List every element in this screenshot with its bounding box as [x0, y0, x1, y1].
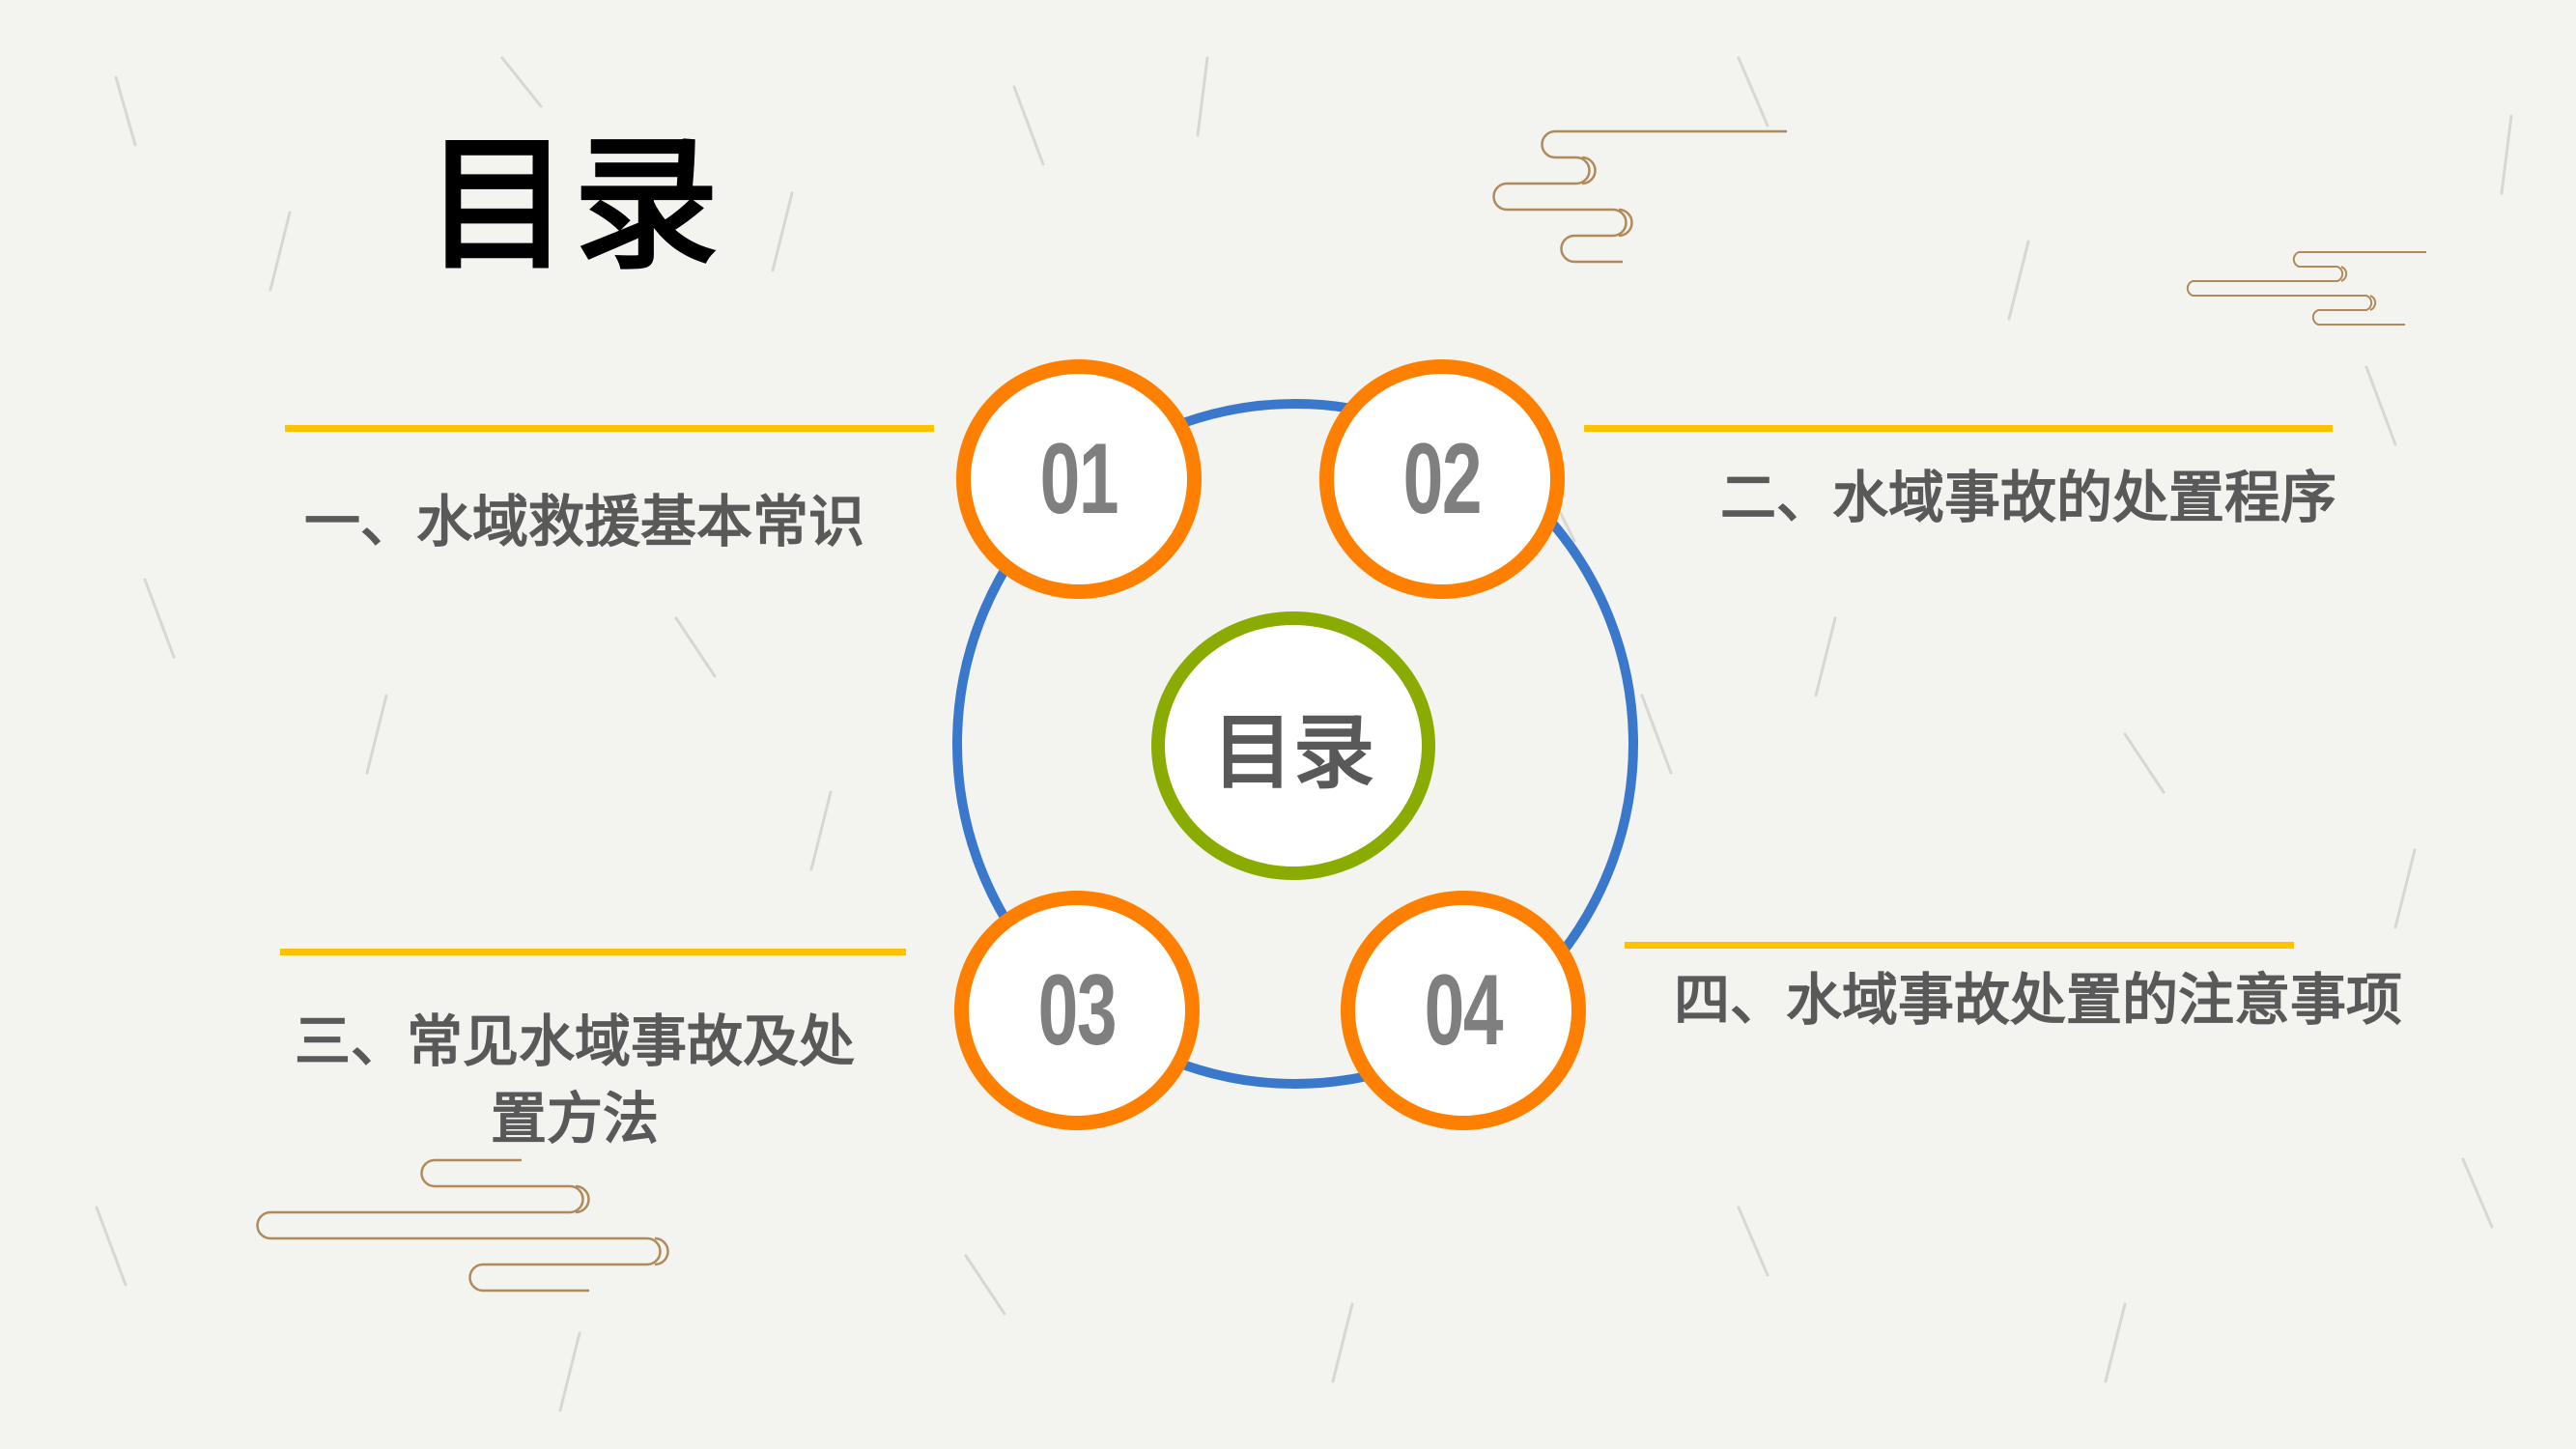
toc-item-1-badge[interactable]: 01	[956, 359, 1202, 599]
toc-item-1-number: 01	[1039, 422, 1119, 535]
accent-line-item-3	[280, 949, 906, 955]
toc-item-2-number: 02	[1402, 422, 1483, 535]
accent-line-item-2	[1584, 425, 2333, 432]
toc-item-3-number: 03	[1037, 953, 1118, 1066]
toc-item-3-label[interactable]: 三、常见水域事故及处置方法	[294, 1009, 855, 1151]
page-title: 目录	[425, 122, 723, 290]
center-label: 目录	[1211, 704, 1374, 800]
toc-item-3-badge[interactable]: 03	[954, 891, 1200, 1130]
toc-item-4-label[interactable]: 四、水域事故处置的注意事项	[1673, 967, 2402, 1033]
cloud-ornament-top	[1492, 129, 1787, 264]
cloud-ornament-bottom	[256, 1158, 669, 1293]
toc-item-2-label[interactable]: 二、水域事故的处置程序	[1719, 465, 2336, 530]
toc-item-1-label[interactable]: 一、水域救援基本常识	[303, 489, 864, 554]
cloud-ornament-right	[2186, 251, 2426, 326]
accent-line-item-1	[285, 425, 934, 432]
center-badge: 目录	[1151, 611, 1435, 880]
toc-item-4-number: 04	[1424, 953, 1504, 1066]
toc-item-4-badge[interactable]: 04	[1341, 891, 1586, 1130]
accent-line-item-4	[1625, 942, 2294, 949]
toc-item-2-badge[interactable]: 02	[1319, 359, 1565, 599]
